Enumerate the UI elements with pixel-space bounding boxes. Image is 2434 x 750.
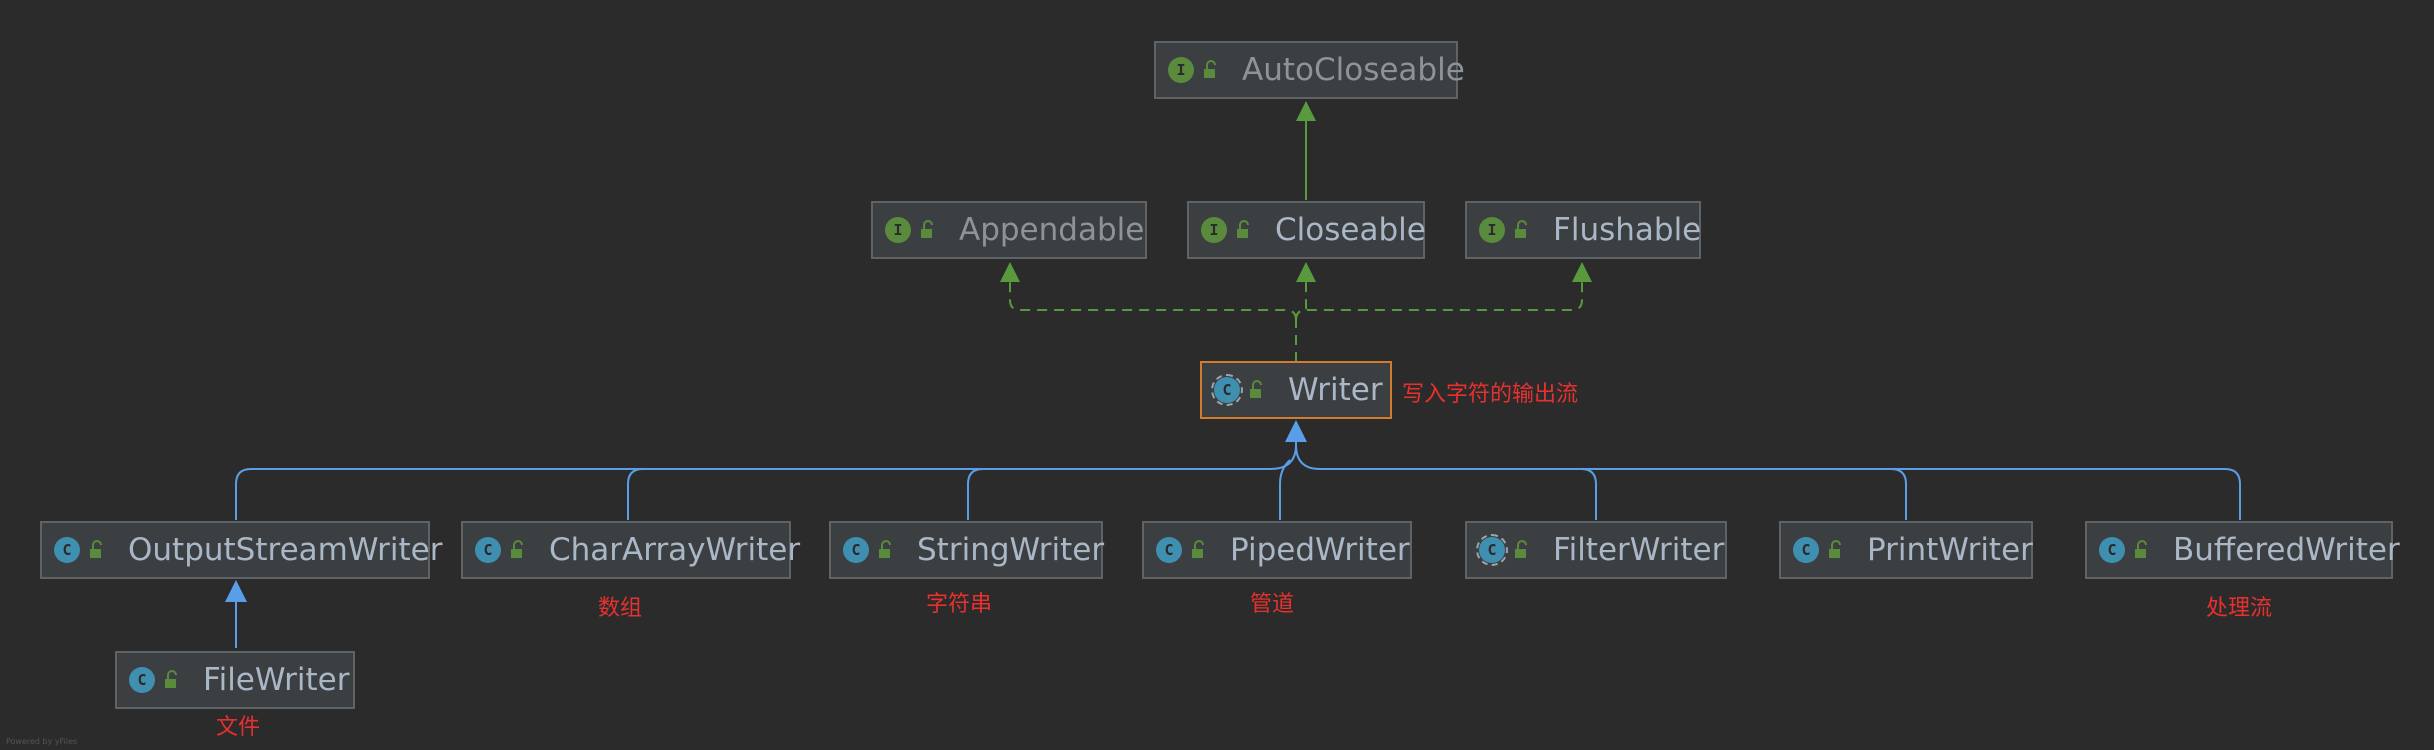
node-label: OutputStreamWriter (128, 532, 443, 568)
unlock-icon (511, 540, 523, 558)
node-filterwriter[interactable]: C FilterWriter (1465, 521, 1727, 579)
interface-icon: I (885, 217, 911, 243)
unlock-icon (2135, 540, 2147, 558)
unlock-icon (165, 670, 177, 688)
unlock-icon (921, 220, 933, 238)
node-label: PipedWriter (1230, 532, 1410, 568)
node-chararraywriter[interactable]: C CharArrayWriter (461, 521, 800, 579)
unlock-icon (879, 540, 891, 558)
node-label: Appendable (959, 212, 1145, 248)
annotation-writer: 写入字符的输出流 (1402, 382, 1579, 407)
node-outputstreamwriter[interactable]: C OutputStreamWriter (40, 521, 442, 579)
node-label: Writer (1288, 372, 1383, 408)
node-label: Closeable (1275, 212, 1426, 248)
class-icon: C (843, 537, 869, 563)
class-icon: C (475, 537, 501, 563)
node-flushable[interactable]: I Flushable (1465, 201, 1701, 259)
unlock-icon (1829, 540, 1841, 558)
edge-subclasses-writer (235, 438, 2241, 648)
node-stringwriter[interactable]: C StringWriter (829, 521, 1105, 579)
node-printwriter[interactable]: C PrintWriter (1779, 521, 2033, 579)
edge-writer-interfaces (1009, 280, 1583, 362)
unlock-icon (1192, 540, 1204, 558)
abstract-class-icon: C (1476, 534, 1508, 566)
watermark: Powered by yFiles (6, 737, 78, 746)
node-label: FileWriter (203, 662, 350, 698)
node-filewriter[interactable]: C FileWriter (115, 651, 355, 709)
class-icon: C (1793, 537, 1819, 563)
node-label: BufferedWriter (2173, 532, 2400, 568)
node-pipedwriter[interactable]: C PipedWriter (1142, 521, 1412, 579)
unlock-icon (1250, 380, 1262, 398)
node-label: CharArrayWriter (549, 532, 801, 568)
node-autocloseable[interactable]: I AutoCloseable (1154, 41, 1465, 99)
abstract-class-icon: C (1211, 374, 1243, 406)
node-appendable[interactable]: I Appendable (871, 201, 1147, 259)
unlock-icon (90, 540, 102, 558)
edge-writer-interface-arrowheads (1000, 262, 1592, 282)
class-icon: C (2099, 537, 2125, 563)
class-icon: C (1156, 537, 1182, 563)
unlock-icon (1204, 60, 1216, 78)
interface-icon: I (1479, 217, 1505, 243)
node-label: StringWriter (917, 532, 1105, 568)
node-label: PrintWriter (1867, 532, 2033, 568)
node-label: Flushable (1553, 212, 1702, 248)
unlock-icon (1515, 540, 1527, 558)
node-writer[interactable]: C Writer (1200, 361, 1392, 419)
node-label: AutoCloseable (1242, 52, 1465, 88)
node-bufferedwriter[interactable]: C BufferedWriter (2085, 521, 2400, 579)
class-icon: C (129, 667, 155, 693)
interface-icon: I (1168, 57, 1194, 83)
annotation-filewriter: 文件 (216, 715, 261, 740)
annotation-pipedwriter: 管道 (1250, 592, 1295, 617)
annotation-bufferedwriter: 处理流 (2206, 596, 2273, 621)
node-closeable[interactable]: I Closeable (1187, 201, 1426, 259)
node-label: FilterWriter (1553, 532, 1725, 568)
unlock-icon (1237, 220, 1249, 238)
class-icon: C (54, 537, 80, 563)
unlock-icon (1515, 220, 1527, 238)
annotation-stringwriter: 字符串 (926, 592, 993, 617)
annotation-chararraywriter: 数组 (598, 596, 643, 621)
edge-closeable-autocloseable (1296, 101, 1316, 200)
edge-subclass-arrowheads (225, 420, 1307, 602)
interface-icon: I (1201, 217, 1227, 243)
